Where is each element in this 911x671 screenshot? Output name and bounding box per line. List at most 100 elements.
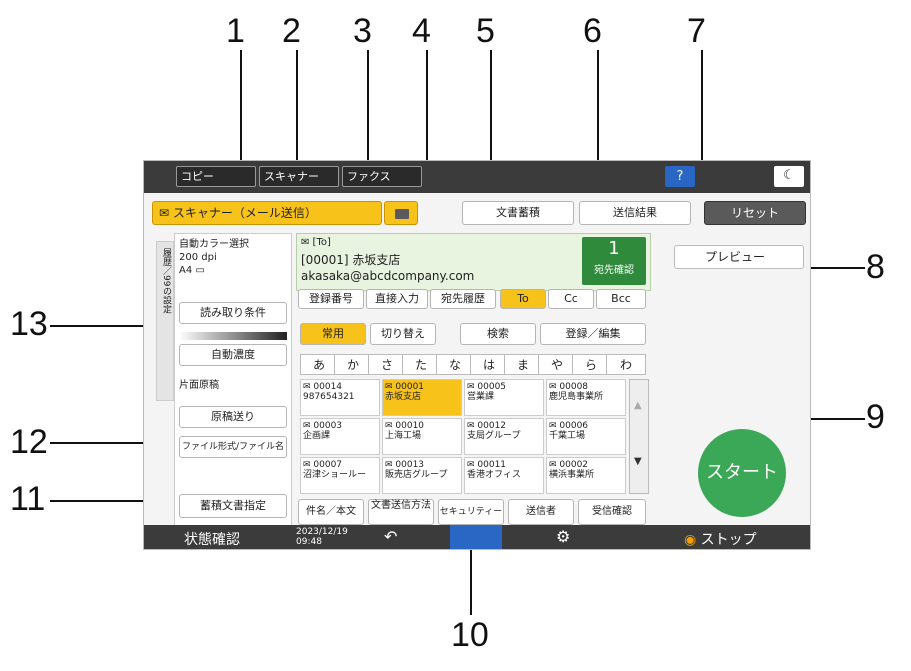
callout-8: 8 — [866, 248, 885, 286]
register-edit-button[interactable]: 登録／編集 — [540, 323, 646, 345]
reset-button[interactable]: リセット — [704, 201, 806, 225]
leader-13 — [50, 325, 160, 327]
scanner-screen: コピー スキャナー ファクス ? ☾ ✉ スキャナー（メール送信） 文書蓄積 送… — [143, 160, 811, 550]
callout-11: 11 — [10, 480, 46, 518]
scrollbar[interactable]: ▲ ▼ — [629, 379, 649, 494]
kana-ya[interactable]: や — [538, 354, 576, 375]
callout-12: 12 — [10, 423, 48, 461]
bottom-bar: 状態確認 2023/12/19 09:48 ↶ ⚙ ◉ ストップ — [144, 525, 810, 549]
cell-name: 支局グループ — [467, 431, 521, 441]
send-result-button[interactable]: 送信結果 — [579, 201, 691, 225]
cell-name: 香港オフィス — [467, 470, 521, 480]
dest-confirm-label: 宛先確認 — [594, 265, 634, 276]
subject-body-button[interactable]: 件名／本文 — [298, 499, 364, 525]
scroll-down-icon[interactable]: ▼ — [634, 456, 642, 467]
cell-name: 赤坂支店 — [385, 392, 422, 402]
send-method-button[interactable]: 文書送信方法 — [368, 499, 434, 525]
kana-wa[interactable]: わ — [606, 354, 646, 375]
cell-name: 鹿児島事業所 — [549, 392, 604, 402]
cell-no: ✉ 00013 — [385, 460, 425, 470]
scroll-up-icon[interactable]: ▲ — [634, 400, 642, 411]
tab-scanner[interactable]: スキャナー — [259, 166, 339, 187]
cell-no: ✉ 00012 — [467, 421, 507, 431]
destination-confirm-button[interactable]: 1 宛先確認 — [582, 237, 646, 285]
help-button[interactable]: ? — [665, 166, 695, 187]
folder-icon — [395, 209, 409, 219]
cell-no: ✉ 00014 — [303, 382, 343, 392]
kana-ha[interactable]: は — [470, 354, 508, 375]
history-tab[interactable]: 履歴／99の設定 — [156, 241, 174, 401]
cell-no: ✉ 00008 — [549, 382, 589, 392]
density-control[interactable]: 自動濃度 — [179, 344, 287, 366]
file-format-button[interactable]: ファイル形式/ファイル名 — [179, 436, 287, 458]
back-icon[interactable]: ↶ — [384, 527, 398, 546]
callout-6: 6 — [583, 12, 602, 50]
kana-ma[interactable]: ま — [504, 354, 542, 375]
mode-label[interactable]: ✉ スキャナー（メール送信） — [152, 201, 382, 225]
kana-ka[interactable]: か — [334, 354, 372, 375]
cell-no: ✉ 00003 — [303, 421, 343, 431]
gear-icon[interactable]: ⚙ — [556, 527, 571, 546]
callout-7: 7 — [687, 12, 706, 50]
stop-icon: ◉ — [684, 532, 697, 548]
cell-no: ✉ 00001 — [385, 382, 425, 392]
frequent-button[interactable]: 常用 — [300, 323, 366, 345]
sender-button[interactable]: 送信者 — [508, 499, 574, 525]
receipt-confirm-button[interactable]: 受信確認 — [578, 499, 646, 525]
reg-number-button[interactable]: 登録番号 — [298, 289, 364, 309]
dest-count: 1 — [608, 238, 620, 259]
tab-fax[interactable]: ファクス — [342, 166, 422, 187]
read-conditions-button[interactable]: 読み取り条件 — [179, 302, 287, 324]
cell-no: ✉ 00006 — [549, 421, 589, 431]
direct-input-button[interactable]: 直接入力 — [366, 289, 428, 309]
energy-saver-icon[interactable]: ☾ — [774, 166, 804, 187]
callout-4: 4 — [412, 12, 431, 50]
dest-history-button[interactable]: 宛先履歴 — [430, 289, 496, 309]
to-button[interactable]: To — [500, 289, 546, 309]
kana-ra[interactable]: ら — [572, 354, 610, 375]
paper-size: A4 ▭ — [179, 265, 205, 276]
switch-button[interactable]: 切り替え — [370, 323, 436, 345]
cell-no: ✉ 00011 — [467, 460, 507, 470]
leader-10 — [470, 530, 472, 615]
cell-no: ✉ 00002 — [549, 460, 589, 470]
start-button[interactable]: スタート — [698, 429, 786, 517]
kana-sa[interactable]: さ — [368, 354, 406, 375]
original-feed-button[interactable]: 原稿送り — [179, 406, 287, 428]
security-button[interactable]: セキュリティー — [438, 499, 504, 525]
tab-copy[interactable]: コピー — [176, 166, 256, 187]
bcc-button[interactable]: Bcc — [596, 289, 646, 309]
dest-email: akasaka@abcdcompany.com — [301, 269, 475, 283]
stored-doc-button[interactable]: 蓄積文書指定 — [179, 494, 287, 518]
datetime: 2023/12/19 09:48 — [296, 527, 348, 547]
cell-no: ✉ 00005 — [467, 382, 507, 392]
kana-ta[interactable]: た — [402, 354, 440, 375]
doc-store-button[interactable]: 文書蓄積 — [462, 201, 574, 225]
status-check-button[interactable]: 状態確認 — [184, 532, 240, 548]
callout-9: 9 — [866, 398, 885, 436]
kana-na[interactable]: な — [436, 354, 474, 375]
folder-button[interactable] — [384, 201, 418, 225]
kana-a[interactable]: あ — [300, 354, 338, 375]
cell-name: 営業課 — [467, 392, 495, 402]
stop-button[interactable]: ◉ ストップ — [684, 529, 757, 549]
dest-type: ✉ [To] — [301, 237, 331, 248]
preview-checkbox[interactable]: プレビュー — [674, 245, 804, 269]
cc-button[interactable]: Cc — [548, 289, 594, 309]
callout-10: 10 — [451, 616, 489, 654]
search-button[interactable]: 検索 — [460, 323, 536, 345]
home-icon[interactable] — [450, 525, 502, 549]
stop-label: ストップ — [700, 532, 757, 548]
